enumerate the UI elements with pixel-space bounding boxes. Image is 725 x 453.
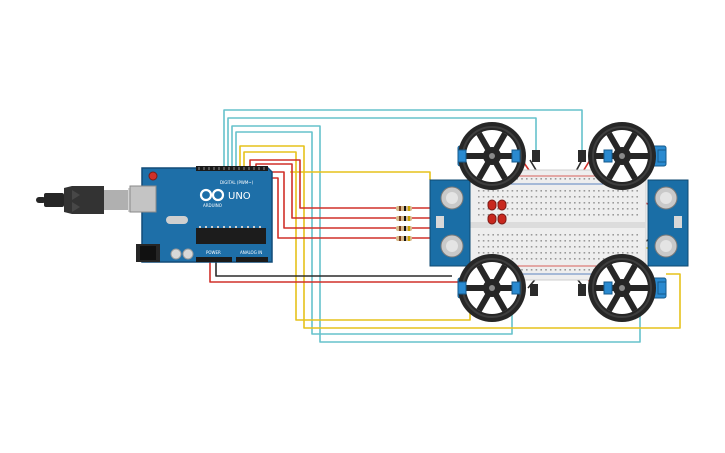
servo-connectors	[530, 150, 586, 296]
wire-red-power[interactable]	[209, 262, 460, 283]
wire-yellow-1[interactable]	[239, 145, 681, 329]
power-header	[196, 257, 232, 262]
wire-red-3[interactable]	[261, 168, 396, 229]
servo-wheel-1[interactable]	[457, 122, 526, 190]
ultrasonic-sensor-left[interactable]	[429, 179, 471, 267]
wire-cyan-1[interactable]	[223, 109, 583, 168]
servo-wheel-3[interactable]	[457, 254, 526, 322]
arduino-logo-icon	[199, 188, 225, 202]
resistor-3[interactable]	[396, 226, 412, 231]
digital-header	[196, 166, 268, 171]
wire-yellow-3[interactable]	[290, 171, 431, 180]
capacitor-2	[182, 248, 194, 260]
led-1[interactable]	[487, 199, 507, 211]
chip-pins	[199, 226, 261, 228]
atmega-chip	[196, 228, 266, 244]
wire-cyan-4[interactable]	[235, 131, 513, 335]
arduino-model: UNO	[228, 191, 251, 202]
usb-jack	[129, 185, 157, 213]
breadboard-holes	[478, 178, 638, 271]
servo-wheel-2[interactable]	[588, 122, 667, 190]
resistors	[396, 206, 412, 241]
power-label: POWER	[206, 250, 221, 255]
breadboard[interactable]	[469, 169, 647, 281]
wire-red-1[interactable]	[249, 159, 396, 209]
arduino-brand: ARDUINO	[203, 203, 222, 208]
resistor-4[interactable]	[396, 236, 412, 241]
reset-button[interactable]	[148, 171, 158, 181]
wire-yellow-2[interactable]	[243, 151, 471, 321]
wire-cyan-2[interactable]	[227, 117, 537, 168]
wire-red-2[interactable]	[255, 163, 396, 219]
analog-header	[236, 257, 268, 262]
wire-black-gnd[interactable]	[215, 262, 452, 277]
digital-pins	[198, 167, 265, 170]
leds	[487, 199, 507, 225]
wire-cyan-3[interactable]	[231, 125, 641, 343]
led-2[interactable]	[487, 213, 507, 225]
digital-label: DIGITAL (PWM~)	[220, 180, 254, 185]
arduino-uno-board[interactable]: DIGITAL (PWM~) UNO ARDUINO POWER ANALOG …	[129, 166, 273, 263]
servo-wheels	[457, 122, 667, 322]
analog-label: ANALOG IN	[240, 250, 262, 255]
capacitor-1	[170, 248, 182, 260]
resistor-2[interactable]	[396, 216, 412, 221]
ultrasonic-sensor-right[interactable]	[647, 179, 689, 267]
crystal	[166, 216, 188, 224]
resistor-1[interactable]	[396, 206, 412, 211]
servo-wheel-4[interactable]	[588, 254, 667, 322]
